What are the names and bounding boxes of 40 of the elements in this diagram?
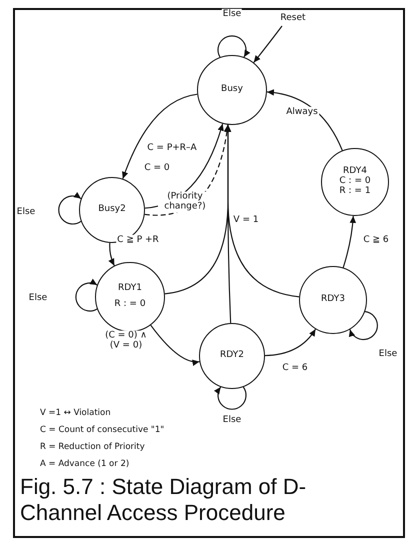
state-name: Busy2 [98, 205, 126, 215]
transition-label: C = P+R–A [146, 142, 198, 154]
transition-label: Else [222, 8, 242, 20]
transition-label: C ≧ 6 [362, 234, 390, 246]
transition-arrow [264, 328, 316, 356]
state-name: RDY1 [118, 284, 142, 294]
self-loop-arrow [214, 386, 247, 410]
transition-label: Always [285, 106, 319, 118]
legend-note: V =1 ↔ Violation [40, 408, 111, 418]
transition-label: Else [378, 348, 398, 360]
transition-label: Else [222, 414, 242, 426]
transition-arrow [224, 124, 300, 298]
transition-label: C ≧ P +R [116, 234, 160, 246]
figure-caption: Fig. 5.7 : State Diagram of D-Channel Access Procedure [20, 474, 308, 527]
transition-arrow [108, 242, 115, 266]
state-action: C : = 0 [339, 177, 371, 186]
transition-arrow [122, 94, 198, 179]
transition-arrow [266, 90, 343, 151]
self-loop-arrow [349, 311, 378, 340]
legend-note: C = Count of consecutive "1" [40, 425, 164, 435]
transition-label: Reset [279, 12, 307, 24]
transition-label: C = 6 [281, 362, 309, 374]
state-action: R : = 1 [339, 186, 371, 197]
self-loop-arrow [217, 35, 250, 58]
self-loop-arrow [75, 278, 98, 312]
legend-note: R = Reduction of Priority [40, 442, 145, 452]
self-loop-arrow [58, 192, 82, 225]
state-name: RDY4 [343, 167, 367, 176]
transition-arrow [150, 324, 200, 366]
transition-label: Else [28, 292, 48, 304]
state-action: R : = 0 [114, 300, 146, 310]
transition-label: C = 0 [143, 162, 171, 174]
transition-arrow [253, 26, 282, 63]
transition-label: Else [16, 206, 36, 218]
state-name: RDY2 [220, 351, 244, 361]
state-name: RDY3 [321, 295, 345, 305]
state-name: Busy [221, 85, 243, 95]
legend-note: A = Advance (1 or 2) [40, 459, 130, 469]
transition-arrow [342, 216, 356, 268]
transition-label: (C = 0) ∧ (V = 0) [104, 330, 148, 352]
